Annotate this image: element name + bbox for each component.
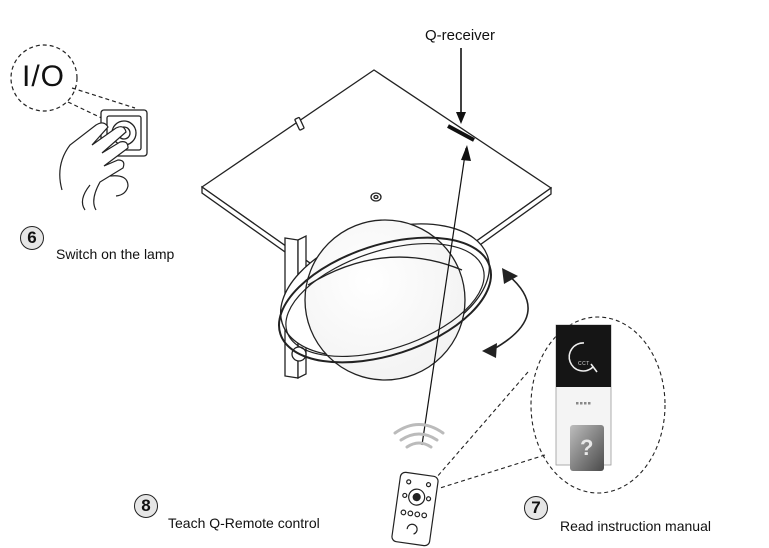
lamp-globe <box>278 219 492 381</box>
manual-cct-badge: CCT <box>578 361 590 367</box>
step-6-text: Switch on the lamp <box>56 246 175 262</box>
q-receiver-label: Q-receiver <box>425 27 496 44</box>
step-8-text: Teach Q-Remote control <box>168 515 320 531</box>
switch-io-label: I/O <box>22 60 66 93</box>
rotation-arrow-icon <box>482 268 529 358</box>
remote-signal-icon <box>393 423 445 449</box>
step-7-badge: 7 <box>524 496 548 520</box>
step-6-badge: 6 <box>20 226 44 250</box>
q-remote-control <box>391 471 439 547</box>
q-receiver-marker <box>447 48 475 142</box>
svg-text:?: ? <box>580 435 593 460</box>
hand-icon <box>59 122 129 211</box>
step-7-text: Read instruction manual <box>560 518 711 534</box>
signal-line <box>421 145 471 446</box>
instruction-manual: ? <box>555 324 612 471</box>
manual-callout-lines <box>435 316 666 494</box>
step-8-badge: 8 <box>134 494 158 518</box>
